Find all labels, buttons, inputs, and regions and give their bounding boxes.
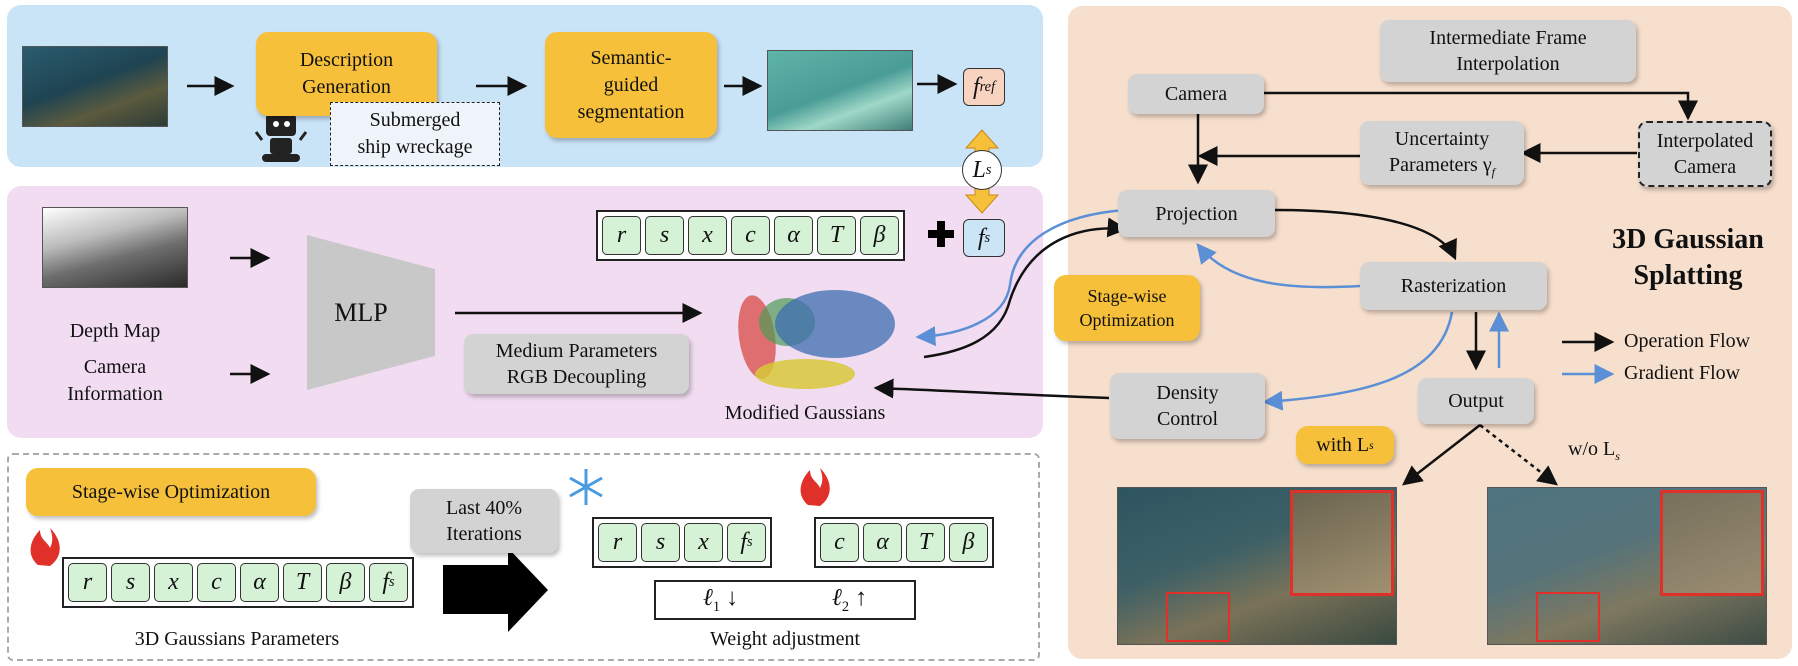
wo-ls-label: w/o Ls (1568, 438, 1620, 463)
mlp-label: MLP (334, 297, 388, 327)
big-arrow (443, 548, 548, 632)
stage-wise-right-box: Stage-wise Optimization (1054, 275, 1200, 341)
param-beta: β (949, 523, 988, 562)
param-beta: β (326, 563, 365, 602)
param-r: r (598, 523, 637, 562)
arrow (923, 217, 1128, 359)
param-r: r (68, 563, 107, 602)
caption-text: Submerged ship wreckage (357, 109, 473, 158)
zoom-box (1660, 490, 1764, 596)
param-s: s (111, 563, 150, 602)
caption-callout: Submerged ship wreckage (330, 102, 500, 166)
weight-adjustment-box: ℓ1 ↓ ℓ2 ↑ (654, 580, 916, 620)
param-c: c (197, 563, 236, 602)
param-s: s (641, 523, 680, 562)
camera-information-label: Camera Information (67, 356, 163, 405)
legend-gradient-label: Gradient Flow (1624, 362, 1741, 384)
legend-operation-label: Operation Flow (1624, 330, 1751, 352)
param-x: x (154, 563, 193, 602)
param-beta: β (860, 216, 899, 255)
weight-adjustment-caption: Weight adjustment (709, 628, 861, 650)
density-control-box: Density Control (1110, 373, 1265, 439)
param-x: x (684, 523, 723, 562)
highlight-box (1166, 592, 1230, 642)
segmented-image (767, 50, 913, 131)
params-caption: 3D Gaussians Parameters (134, 628, 340, 650)
output-box: Output (1418, 378, 1534, 424)
render-without-ls (1487, 487, 1767, 645)
gradient-arrow (915, 208, 1126, 347)
param-alpha: α (774, 216, 813, 255)
uncertainty-label: Uncertainty Parameters γf (1388, 127, 1496, 179)
param-x: x (688, 216, 727, 255)
modified-gaussians-label: Modified Gaussians (724, 402, 886, 424)
flame-icon (30, 528, 60, 566)
l2-weight: ℓ2 ↑ (831, 584, 868, 615)
gradient-arrow (1196, 243, 1361, 289)
render-with-ls (1117, 487, 1397, 645)
modified-gaussians-illustration (738, 290, 895, 389)
arrow (1274, 208, 1457, 261)
depth-map-label: Depth Map (69, 320, 161, 342)
param-alpha: α (863, 523, 902, 562)
medium-parameters-box: Medium Parameters RGB Decoupling (464, 334, 689, 394)
title: 3D Gaussian Splatting (1612, 224, 1764, 292)
param-t: T (906, 523, 945, 562)
snowflake-icon (569, 469, 603, 505)
param-c: c (820, 523, 859, 562)
flame-icon (800, 468, 830, 506)
intermediate-frame-box: Intermediate Frame Interpolation (1380, 20, 1636, 82)
highlight-box (1536, 592, 1600, 642)
interpolated-camera-box: Interpolated Camera (1638, 121, 1772, 187)
arrow (1264, 91, 1698, 121)
double-arrow (964, 187, 1000, 214)
gaussian-param-row: r s x c α T β (596, 210, 905, 261)
underwater-image-input (22, 46, 168, 127)
arrow (1479, 424, 1558, 486)
bottom-panel (7, 453, 1040, 661)
stage-wise-optimization-box: Stage-wise Optimization (26, 468, 316, 516)
arrow (1402, 424, 1481, 486)
robot-icon (254, 101, 308, 162)
param-s: s (645, 216, 684, 255)
zoom-box (1290, 490, 1394, 596)
param-t: T (283, 563, 322, 602)
arrow (873, 378, 1110, 400)
gradient-arrow (1262, 311, 1454, 411)
uncertainty-box: Uncertainty Parameters γf (1360, 121, 1524, 185)
semantic-segmentation-box: Semantic- guided segmentation (545, 32, 717, 138)
trainable-params-row: c α T β (814, 517, 994, 568)
param-c: c (731, 216, 770, 255)
camera-box: Camera (1128, 74, 1264, 114)
param-alpha: α (240, 563, 279, 602)
last-iterations-box: Last 40% Iterations (410, 489, 558, 553)
param-t: T (817, 216, 856, 255)
rasterization-box: Rasterization (1360, 262, 1547, 310)
depth-map-image (42, 207, 188, 288)
projection-box: Projection (1118, 190, 1275, 237)
param-r: r (602, 216, 641, 255)
l1-weight: ℓ1 ↓ (702, 584, 739, 615)
